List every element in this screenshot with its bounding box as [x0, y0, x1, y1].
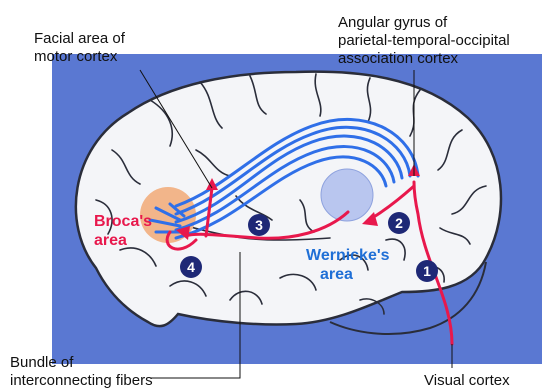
angular-gyrus-label-line2: parietal-temporal-occipital	[338, 32, 510, 50]
facial-area-label-line1: Facial area of	[34, 30, 125, 48]
brocas-area-label: Broca's area	[94, 212, 152, 250]
brocas-area-label-line1: Broca's	[94, 212, 152, 231]
wernickes-area-label: Wernicke's area	[306, 246, 390, 284]
wernickes-area-label-line2: area	[306, 265, 390, 284]
bundle-label: Bundle of interconnecting fibers	[10, 354, 153, 390]
step-badge-1: 1	[416, 260, 438, 282]
bundle-label-line2: interconnecting fibers	[10, 372, 153, 390]
wernickes-area-label-line1: Wernicke's	[306, 246, 390, 265]
angular-gyrus-label-line1: Angular gyrus of	[338, 14, 510, 32]
brocas-area-label-line2: area	[94, 231, 152, 250]
bundle-label-line1: Bundle of	[10, 354, 153, 372]
facial-area-label-line2: motor cortex	[34, 48, 125, 66]
step-badge-2: 2	[388, 212, 410, 234]
step-badge-3: 3	[248, 214, 270, 236]
angular-gyrus-label-line3: association cortex	[338, 50, 510, 68]
step-badge-4: 4	[180, 256, 202, 278]
angular-gyrus-label: Angular gyrus of parietal-temporal-occip…	[338, 14, 510, 68]
brain-outline	[76, 72, 501, 326]
facial-area-label: Facial area of motor cortex	[34, 30, 125, 66]
visual-cortex-label: Visual cortex	[424, 372, 510, 390]
